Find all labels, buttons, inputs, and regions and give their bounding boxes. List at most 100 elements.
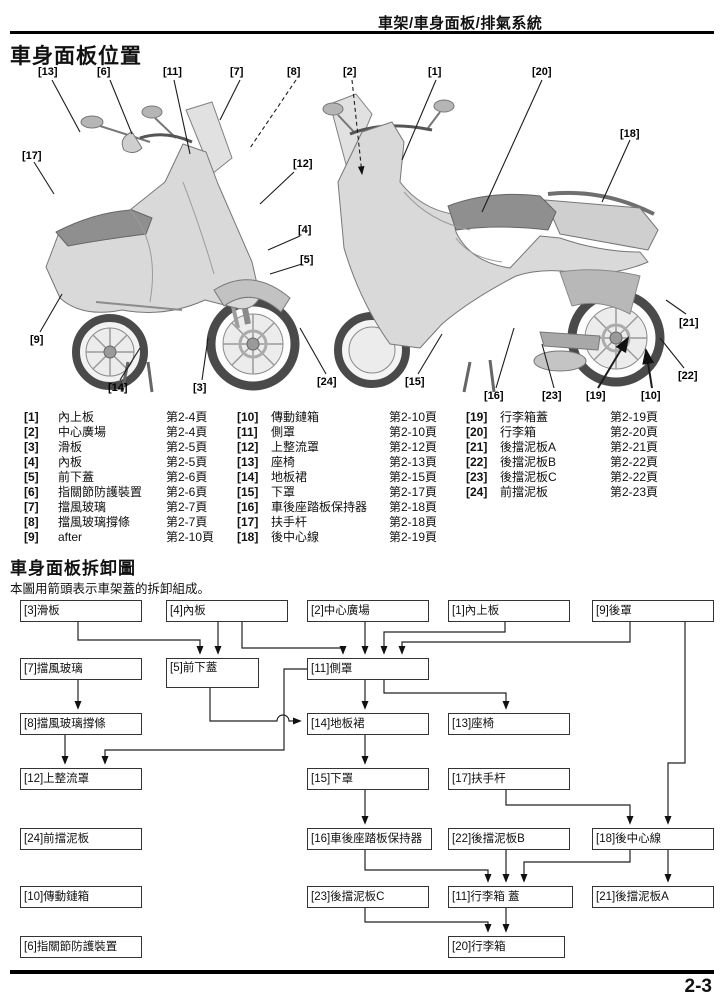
callout-9: [9]	[30, 334, 44, 346]
part-row: [18]後中心線第2-19頁	[237, 530, 437, 545]
part-row: [12]上整流罩第2-12頁	[237, 440, 437, 455]
part-name: 後擋泥板A	[500, 440, 557, 454]
part-ref: [11]	[237, 425, 258, 439]
part-ref: [7]	[24, 500, 39, 514]
part-page: 第2-19頁	[610, 410, 659, 424]
part-name: 座椅	[271, 455, 296, 469]
part-ref: [2]	[24, 425, 39, 439]
callout-5: [5]	[300, 254, 314, 266]
callout-11: [11]	[163, 66, 182, 78]
callout-15: [15]	[405, 376, 425, 388]
part-ref: [4]	[24, 455, 39, 469]
callout-12: [12]	[293, 158, 313, 170]
flow-box-24: [24]前擋泥板	[20, 828, 142, 850]
part-ref: [24]	[466, 485, 488, 499]
part-ref: [1]	[24, 410, 39, 424]
part-ref: [6]	[24, 485, 39, 499]
flow-box-17: [17]扶手杆	[448, 768, 570, 790]
footer-rule	[10, 970, 714, 974]
part-page: 第2-10頁	[389, 425, 438, 439]
flow-box-11: [11]側罩	[307, 658, 429, 680]
part-row: [1]內上板第2-4頁	[24, 410, 214, 425]
part-name: 前下蓋	[58, 470, 95, 484]
part-name: after	[58, 530, 83, 544]
flow-box-7: [7]擋風玻璃	[20, 658, 142, 680]
part-row: [17] 扶手杆 第2-18頁	[237, 515, 437, 530]
callout-24: [24]	[317, 376, 337, 388]
part-ref: [16]	[237, 500, 259, 514]
parts-list-column-2: [10]傳動鏈箱第2-10頁 [11]側罩第2-10頁 [12]上整流罩第2-1…	[237, 410, 437, 545]
flow-box-5: [5]前下蓋	[166, 658, 259, 688]
part-page: 第2-18頁	[389, 500, 438, 514]
flow-box-12: [12]上整流罩	[20, 768, 142, 790]
part-name: 後擋泥板B	[500, 455, 557, 469]
part-ref: [18]	[237, 530, 259, 544]
part-name: 車後座踏板保持器	[271, 500, 368, 514]
part-page: 第2-4頁	[166, 425, 208, 439]
part-page: 第2-18頁	[389, 515, 438, 529]
callout-16: [16]	[484, 390, 504, 402]
part-page: 第2-5頁	[166, 440, 208, 454]
part-name: 中心廣場	[58, 425, 107, 439]
part-name: 內上板	[58, 410, 95, 424]
flow-box-22: [22]後擋泥板B	[448, 828, 570, 850]
part-ref: [12]	[237, 440, 259, 454]
part-page: 第2-19頁	[389, 530, 438, 544]
motorcycle-diagram	[33, 79, 687, 393]
part-row: [11]側罩第2-10頁	[237, 425, 437, 440]
part-ref: [9]	[24, 530, 39, 544]
part-page: 第2-5頁	[166, 455, 208, 469]
part-row: [2] 中心廣場 第2-4頁	[24, 425, 214, 440]
flow-box-15: [15]下罩	[307, 768, 429, 790]
flowchart-connectors	[61, 622, 686, 933]
flow-box-21: [21]後擋泥板A	[592, 886, 714, 908]
callout-21: [21]	[679, 317, 699, 329]
callout-18: [18]	[620, 128, 640, 140]
callout-14: [14]	[108, 382, 128, 394]
part-ref: [3]	[24, 440, 39, 454]
flow-box-3: [3]滑板	[20, 600, 142, 622]
flow-box-16: [16]車後座踏板保持器	[307, 828, 432, 850]
part-page: 第2-17頁	[389, 485, 438, 499]
callout-6: [6]	[97, 66, 111, 78]
part-ref: [17]	[237, 515, 259, 529]
removal-flowchart: [3]滑板 [4]內板 [2]中心廣場 [1]內上板 [9]後罩 [7]擋風玻璃…	[0, 592, 724, 976]
part-ref: [8]	[24, 515, 39, 529]
part-row: [3]滑板第2-5頁	[24, 440, 214, 455]
flow-box-1: [1]內上板	[448, 600, 570, 622]
part-name: 扶手杆	[271, 515, 308, 529]
flow-box-20: [20]行李箱	[448, 936, 565, 958]
right-motorcycle-illustration	[322, 93, 665, 393]
part-row: [15]下罩第2-17頁	[237, 485, 437, 500]
part-ref: [22]	[466, 455, 488, 469]
part-row: [24] 前擋泥板 第2-23頁	[466, 485, 658, 500]
part-page: 第2-10頁	[166, 530, 215, 544]
part-page: 第2-6頁	[166, 485, 208, 499]
flow-box-18: [18]後中心線	[592, 828, 714, 850]
part-ref: [15]	[237, 485, 259, 499]
part-row: [4]內板第2-5頁	[24, 455, 214, 470]
left-motorcycle-illustration	[45, 101, 300, 393]
part-page: 第2-10頁	[389, 410, 438, 424]
part-name: 行李箱	[500, 425, 537, 439]
part-row: [14]地板裙第2-15頁	[237, 470, 437, 485]
flow-box-14: [14]地板裙	[307, 713, 429, 735]
part-name: 行李箱蓋	[500, 410, 549, 424]
part-page: 第2-7頁	[166, 500, 208, 514]
flow-box-2: [2]中心廣場	[307, 600, 429, 622]
part-name: 傳動鏈箱	[271, 410, 320, 424]
part-row: [7]擋風玻璃第2-7頁	[24, 500, 214, 515]
part-page: 第2-23頁	[610, 485, 659, 499]
page-title: 車身面板位置	[10, 45, 142, 68]
part-name: 前擋泥板	[500, 485, 549, 499]
callout-13: [13]	[38, 66, 58, 78]
callout-23: [23]	[542, 390, 562, 402]
callout-8: [8]	[287, 66, 301, 78]
flow-box-4: [4]內板	[166, 600, 288, 622]
part-row: [5]前下蓋第2-6頁	[24, 470, 214, 485]
part-page: 第2-12頁	[389, 440, 438, 454]
